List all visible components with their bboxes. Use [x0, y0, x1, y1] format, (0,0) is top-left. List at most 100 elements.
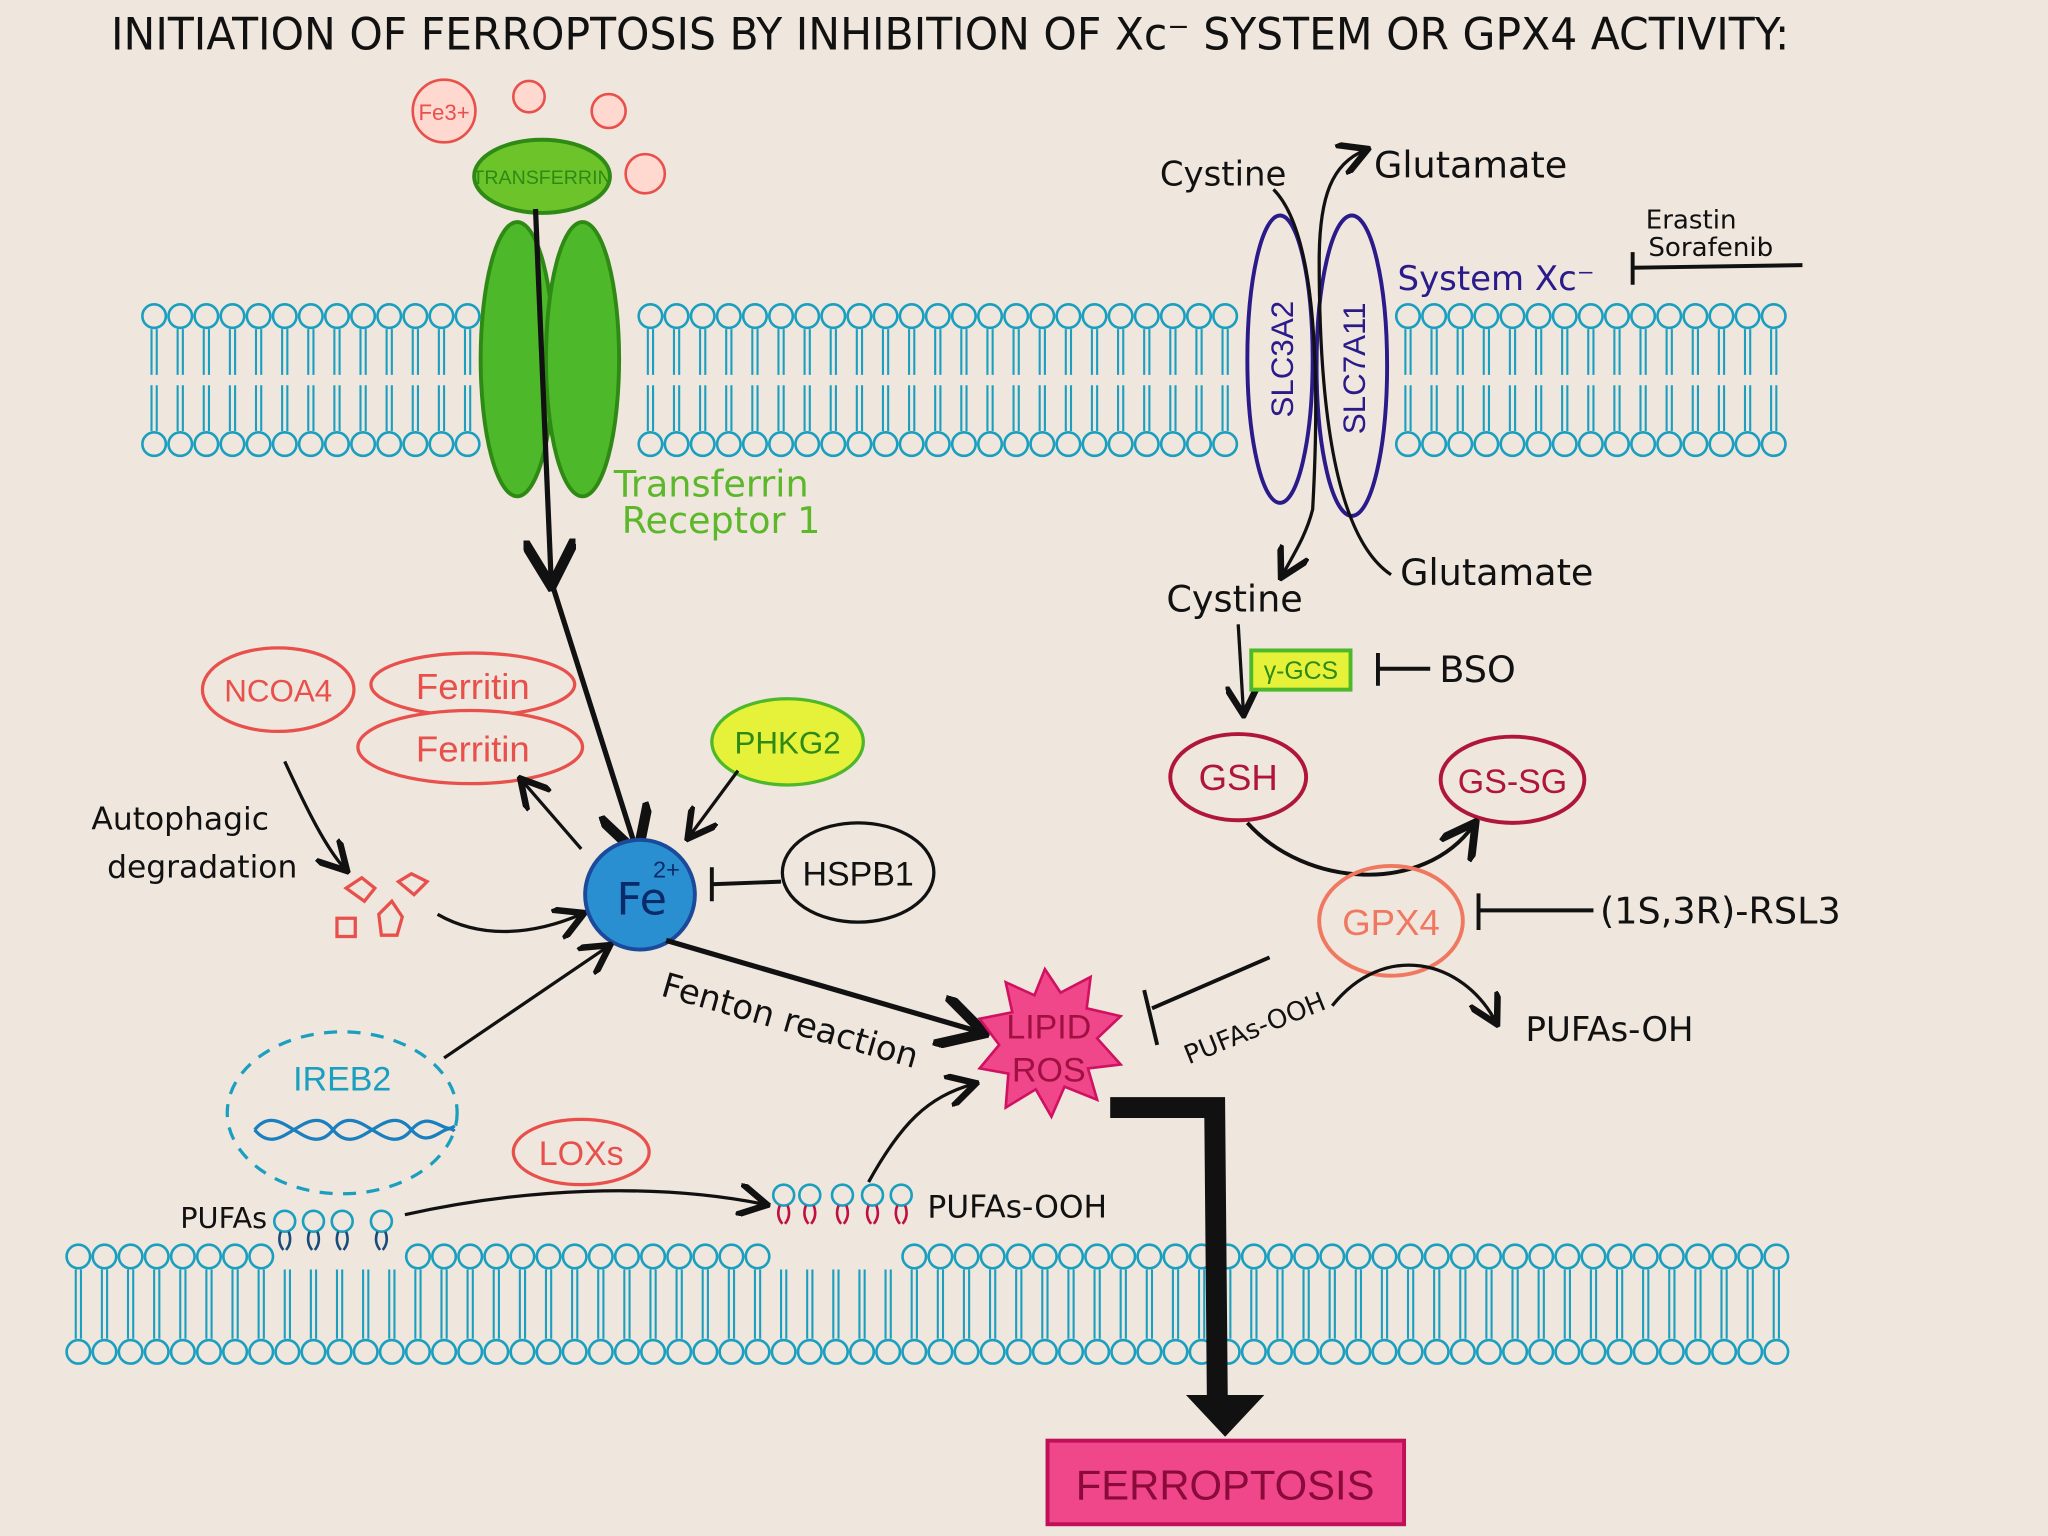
- lipid-tail: [1694, 1269, 1702, 1339]
- lipid-head: [195, 1243, 223, 1270]
- transferrin-receptor-1: [478, 220, 622, 499]
- lipid-head: [1159, 431, 1186, 458]
- lipid-tail: [359, 329, 367, 432]
- lipid-tail: [385, 329, 393, 432]
- pufa-head: [369, 1209, 394, 1233]
- lipid-tail: [1563, 1269, 1572, 1339]
- lipid-head: [794, 431, 821, 458]
- lipid-head: [976, 303, 1004, 330]
- lipid-head: [587, 1243, 614, 1270]
- lipid-head: [1133, 431, 1160, 458]
- lipid-head: [1110, 1338, 1137, 1365]
- lipid-head: [222, 1338, 249, 1365]
- gpx4-node: [1317, 863, 1465, 978]
- autophagic-label: Autophagic: [91, 801, 269, 837]
- lipid-tail: [1064, 329, 1073, 432]
- lipid-tail: [1668, 1269, 1676, 1339]
- lipid-tail: [1717, 329, 1726, 432]
- lipid-head: [613, 1338, 640, 1365]
- lipid-head: [587, 1338, 614, 1365]
- lipid-head: [1580, 1243, 1607, 1270]
- rsl3-inhibition-line: [1476, 893, 1594, 930]
- lipid-head: [1371, 1338, 1398, 1365]
- lipid-head: [1110, 1243, 1137, 1270]
- lipid-head: [91, 1338, 118, 1365]
- system-xc-label: System Xc⁻: [1398, 259, 1595, 299]
- erastin-label: Erastin: [1646, 206, 1737, 236]
- lipid-tail: [806, 1269, 814, 1339]
- lipid-tail: [1145, 1269, 1154, 1339]
- pufas-ooh-to-oh-arrow: [1330, 963, 1495, 1021]
- lipid-head: [820, 431, 847, 458]
- lipid-tail: [176, 329, 184, 432]
- lipid-head: [640, 1338, 667, 1365]
- lipid-tail: [1430, 329, 1438, 432]
- lipid-head: [1212, 431, 1239, 458]
- gamma-gcs-box: [1249, 648, 1353, 692]
- lipid-head: [715, 303, 742, 330]
- lipid-head: [1005, 1338, 1032, 1365]
- lipid-tail: [100, 1269, 109, 1339]
- pufa-tail: [278, 1231, 292, 1251]
- lipid-tail: [1380, 1269, 1389, 1339]
- lipid-head: [1603, 303, 1631, 330]
- gsh-label: GSH: [1199, 757, 1278, 798]
- lipid-tail: [1067, 1269, 1075, 1339]
- lipid-head: [1081, 303, 1108, 330]
- lipid-tail: [1482, 329, 1491, 432]
- lipid-head: [219, 431, 246, 458]
- lipid-head: [271, 303, 298, 330]
- lipid-head: [352, 1338, 379, 1365]
- lipid-head: [689, 303, 716, 330]
- lipid-tail: [231, 1269, 239, 1339]
- lipid-tail: [228, 329, 237, 432]
- lipid-tail: [1015, 1269, 1023, 1339]
- lipid-tail: [153, 1269, 161, 1339]
- lipid-tail: [753, 1269, 762, 1339]
- ferritin-fragments-icon: [335, 871, 430, 939]
- fenton-arrow: [665, 937, 979, 1031]
- lipid-head: [744, 1243, 771, 1270]
- lipid-head: [924, 303, 951, 330]
- lipid-head: [169, 1338, 196, 1365]
- lipid-head: [741, 303, 768, 330]
- lipid-head: [1447, 431, 1474, 458]
- bso-label: BSO: [1439, 648, 1515, 691]
- lipid-tail: [1250, 1269, 1258, 1339]
- gamma-gcs-label: γ-GCS: [1264, 658, 1338, 685]
- lipid-head: [1055, 303, 1082, 330]
- slc3a2-label: SLC3A2: [1265, 301, 1300, 418]
- lipid-tail: [1456, 329, 1464, 432]
- fe2-charge: 2+: [653, 857, 680, 883]
- lipid-tail: [597, 1269, 605, 1339]
- lipid-tail: [623, 1269, 631, 1339]
- lipid-tail: [858, 1269, 866, 1339]
- pufa-ooh-head: [889, 1183, 913, 1207]
- pufa-ooh-head: [830, 1183, 855, 1207]
- lipid-head: [1003, 303, 1030, 330]
- lipid-head: [1708, 431, 1735, 458]
- lipid-head: [91, 1243, 118, 1270]
- lipid-head: [927, 1243, 954, 1270]
- hspb1-inhibition-line: [709, 867, 782, 902]
- cystine-intracellular: Cystine: [1166, 577, 1302, 620]
- lipid-tail: [986, 329, 994, 432]
- pufa-head: [330, 1209, 354, 1233]
- lipid-head: [741, 431, 768, 458]
- lipid-tail: [832, 1269, 840, 1339]
- fragments-to-fe2-arrow: [436, 914, 582, 931]
- lipid-tail: [1328, 1269, 1336, 1339]
- lipid-head: [274, 1338, 301, 1365]
- lipid-head: [1630, 431, 1657, 458]
- lipid-head: [1240, 1243, 1267, 1270]
- fe2-label: Fe: [616, 874, 666, 925]
- iron-to-fe2-arrow: [548, 580, 636, 849]
- lipid-head: [1240, 1338, 1267, 1365]
- lipid-head: [1162, 1243, 1189, 1270]
- lipid-head: [1031, 1243, 1058, 1270]
- lipid-head: [428, 303, 455, 330]
- lipid-head: [976, 431, 1004, 458]
- lipid-head: [1447, 303, 1474, 330]
- phkg2-label: PHKG2: [734, 726, 840, 761]
- lipid-head: [1057, 1338, 1085, 1365]
